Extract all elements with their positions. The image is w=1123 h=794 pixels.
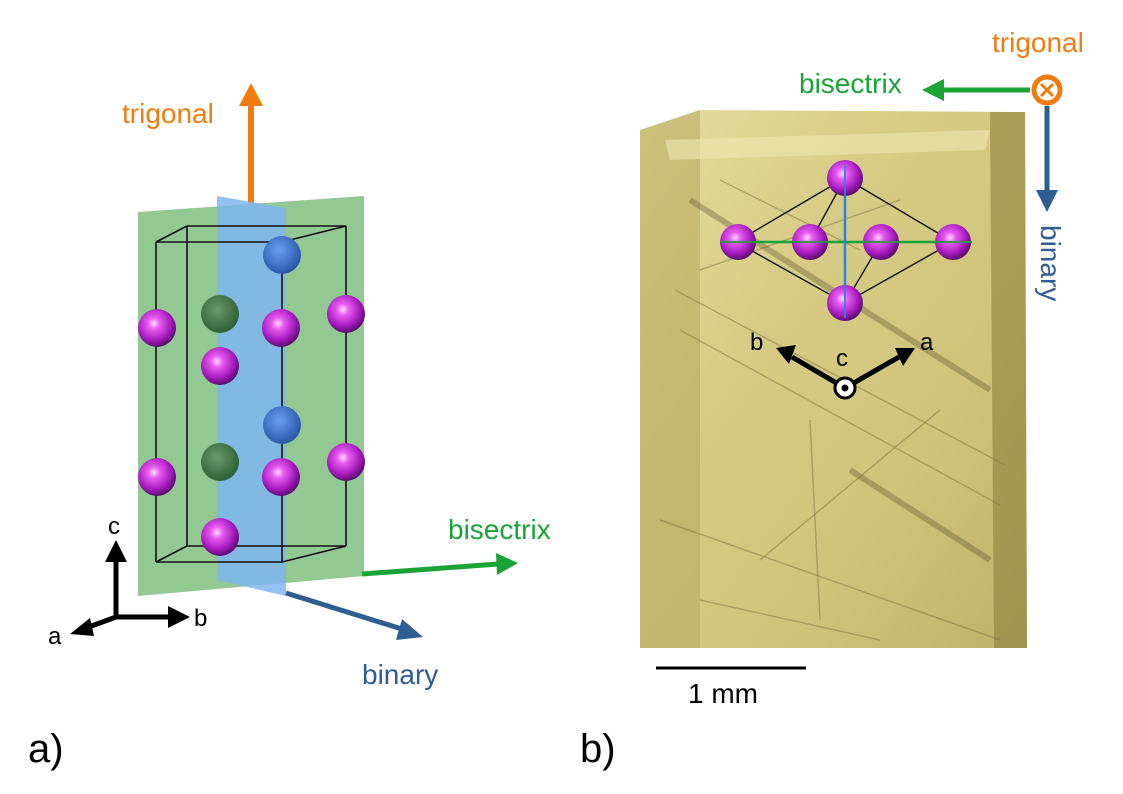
binary-label-a: binary <box>362 659 438 690</box>
panel-a: trigonal <box>28 83 551 771</box>
axes-triad-a <box>70 540 190 636</box>
atom <box>201 347 239 385</box>
atoms-panel-a <box>138 236 365 556</box>
unit-cell-box <box>155 225 347 563</box>
axis-b-label-b: b <box>750 329 763 356</box>
binary-arrow-a <box>285 590 423 640</box>
atom <box>138 309 176 347</box>
binary-label-b: binary <box>1035 225 1066 301</box>
atom <box>201 295 239 333</box>
panel-b: b a c trigonal bisectrix binary 1 mm b) <box>580 27 1084 771</box>
trigonal-label-a: trigonal <box>122 98 214 129</box>
binary-plane <box>217 196 286 596</box>
atom <box>138 458 176 496</box>
bisectrix-label-b: bisectrix <box>799 68 902 99</box>
atom <box>262 458 300 496</box>
trigonal-label-b: trigonal <box>992 27 1084 58</box>
bisectrix-label-a: bisectrix <box>448 514 551 545</box>
axis-b-label-a: b <box>194 605 207 632</box>
panel-a-label: a) <box>28 727 64 771</box>
axis-c-label-a: c <box>108 513 120 540</box>
atom <box>327 443 365 481</box>
axis-a-label-b: a <box>920 329 934 356</box>
atom <box>263 236 301 274</box>
panel-b-label: b) <box>580 727 616 771</box>
scale-bar-label: 1 mm <box>688 678 758 709</box>
trigonal-arrow-a <box>239 83 263 205</box>
axes-triad-b <box>776 345 915 400</box>
atom <box>201 518 239 556</box>
orientation-indicator-b <box>922 74 1063 212</box>
atom <box>327 295 365 333</box>
atom <box>262 309 300 347</box>
atom <box>201 443 239 481</box>
atom <box>263 406 301 444</box>
axis-c-label-b: c <box>836 345 848 372</box>
rhombus-cell <box>720 160 972 321</box>
bisectrix-arrow-a <box>361 553 518 577</box>
axis-a-label-a: a <box>48 623 62 650</box>
